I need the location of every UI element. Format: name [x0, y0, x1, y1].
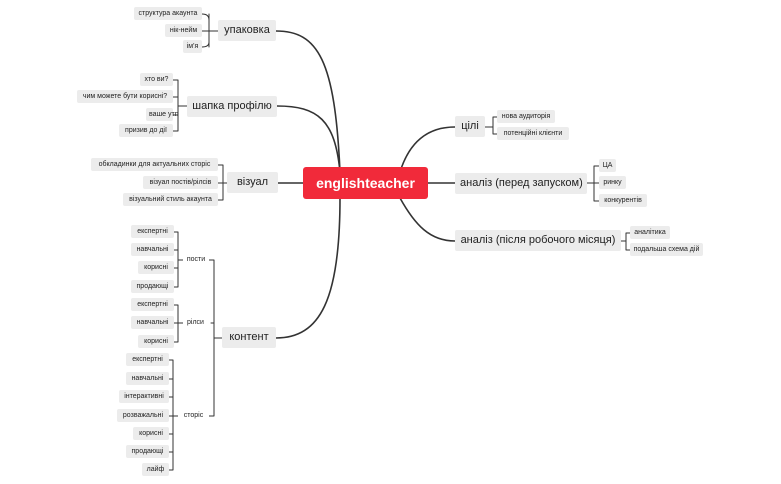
subtopic-account-structure[interactable]: структура акаунта — [134, 7, 202, 20]
posts-selling[interactable]: продающі — [131, 280, 174, 293]
goals-new-audience[interactable]: нова аудиторія — [497, 110, 555, 123]
topic-goals[interactable]: цілі — [455, 116, 485, 137]
stories-interactive[interactable]: інтерактивні — [119, 390, 169, 403]
subtopic-posts[interactable]: пости — [183, 253, 209, 266]
subtopic-stories[interactable]: сторіс — [178, 409, 209, 422]
topic-visual[interactable]: візуал — [227, 172, 278, 193]
stories-life[interactable]: лайф — [142, 463, 169, 476]
stories-useful[interactable]: корисні — [133, 427, 169, 440]
topic-analysis-after-month[interactable]: аналіз (після робочого місяця) — [455, 230, 621, 251]
subtopic-nickname[interactable]: нік-нейм — [165, 24, 202, 37]
reels-expert[interactable]: експертні — [131, 298, 174, 311]
subtopic-who-are-you[interactable]: хто ви? — [140, 73, 173, 86]
analysis-competitors[interactable]: конкурентів — [599, 194, 647, 207]
subtopic-posts-reels-visual[interactable]: візуал постів/рілсів — [143, 176, 218, 189]
subtopic-account-style[interactable]: візуальний стиль акаунта — [123, 193, 218, 206]
subtopic-usp[interactable]: ваше утп — [146, 108, 178, 121]
subtopic-call-to-action[interactable]: призив до дії — [119, 124, 173, 137]
subtopic-how-useful[interactable]: чим можете бути корисні? — [77, 90, 173, 103]
reels-educational[interactable]: навчальні — [131, 316, 174, 329]
topic-analysis-before-launch[interactable]: аналіз (перед запуском) — [455, 173, 587, 194]
stories-educational[interactable]: навчальні — [126, 372, 169, 385]
reels-useful[interactable]: корисні — [138, 335, 174, 348]
subtopic-name[interactable]: ім'я — [183, 40, 202, 53]
analysis-target-audience[interactable]: ЦА — [599, 159, 616, 172]
goals-potential-clients[interactable]: потенційні клієнти — [497, 127, 569, 140]
stories-expert[interactable]: експертні — [126, 353, 169, 366]
posts-educational[interactable]: навчальні — [131, 243, 174, 256]
stories-entertaining[interactable]: розважальні — [117, 409, 169, 422]
topic-profile-header[interactable]: шапка профілю — [187, 96, 277, 117]
topic-packaging[interactable]: упаковка — [218, 20, 276, 41]
posts-useful[interactable]: корисні — [138, 261, 174, 274]
posts-expert[interactable]: експертні — [131, 225, 174, 238]
analysis-analytics[interactable]: аналітика — [630, 226, 670, 239]
subtopic-reels[interactable]: рілси — [183, 316, 208, 329]
stories-selling[interactable]: продающі — [126, 445, 169, 458]
central-topic[interactable]: englishteacher — [303, 167, 428, 199]
analysis-next-steps[interactable]: подальша схема дій — [630, 243, 703, 256]
topic-content[interactable]: контент — [222, 327, 276, 348]
analysis-market[interactable]: ринку — [599, 176, 626, 189]
subtopic-highlight-covers[interactable]: обкладинки для актуальних сторіс — [91, 158, 218, 171]
